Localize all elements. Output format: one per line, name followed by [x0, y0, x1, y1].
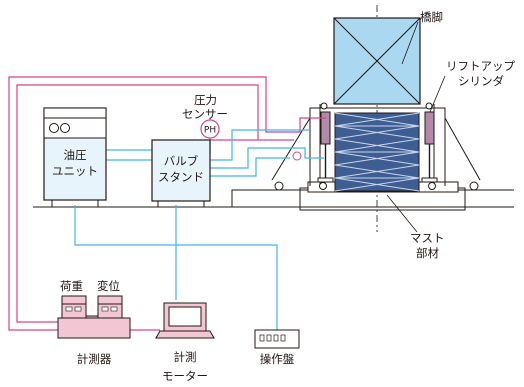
pressure-sensor-label-1: 圧力 [194, 93, 217, 107]
measuring-instrument [57, 295, 131, 339]
hydraulic-unit-label-2: ユニット [52, 164, 98, 178]
monitor-label-2: モーター [162, 369, 208, 383]
svg-text:PH: PH [204, 126, 216, 136]
hydraulic-lines [74, 118, 324, 330]
gauge-icon [292, 151, 302, 161]
mast-member-label-2: 部材 [416, 246, 439, 260]
monitor-label-1: 計測 [174, 350, 197, 364]
valve-stand-label-1: バルブ [164, 154, 199, 168]
valve-stand-label-2: スタンド [158, 170, 204, 184]
valve-stand [151, 139, 211, 207]
pressure-sensor-ph: PH [200, 119, 220, 139]
liftup-cylinder-label-2: シリンダ [458, 74, 504, 88]
hydraulic-unit [43, 107, 107, 207]
pier [333, 17, 421, 105]
measuring-instrument-label: 計測器 [77, 352, 112, 366]
pier-label: 橋脚 [420, 10, 443, 24]
liftup-cylinder-left [317, 111, 334, 183]
leader-lines [386, 21, 446, 233]
liftup-cylinder-label-1: リフトアップ [446, 59, 515, 73]
lift-frame [271, 102, 481, 191]
control-panel-label: 操作盤 [260, 352, 295, 366]
pressure-sensor-label-2: センサー [182, 107, 228, 121]
mast-member [334, 112, 420, 192]
control-panel [254, 329, 300, 349]
liftup-cylinder-right [421, 111, 438, 183]
hydraulic-unit-label-1: 油圧 [64, 148, 87, 162]
load-label: 荷重 [60, 279, 83, 293]
monitor-icon [155, 302, 215, 339]
displacement-label: 変位 [97, 279, 120, 293]
mast-member-label-1: マスト [410, 231, 445, 245]
